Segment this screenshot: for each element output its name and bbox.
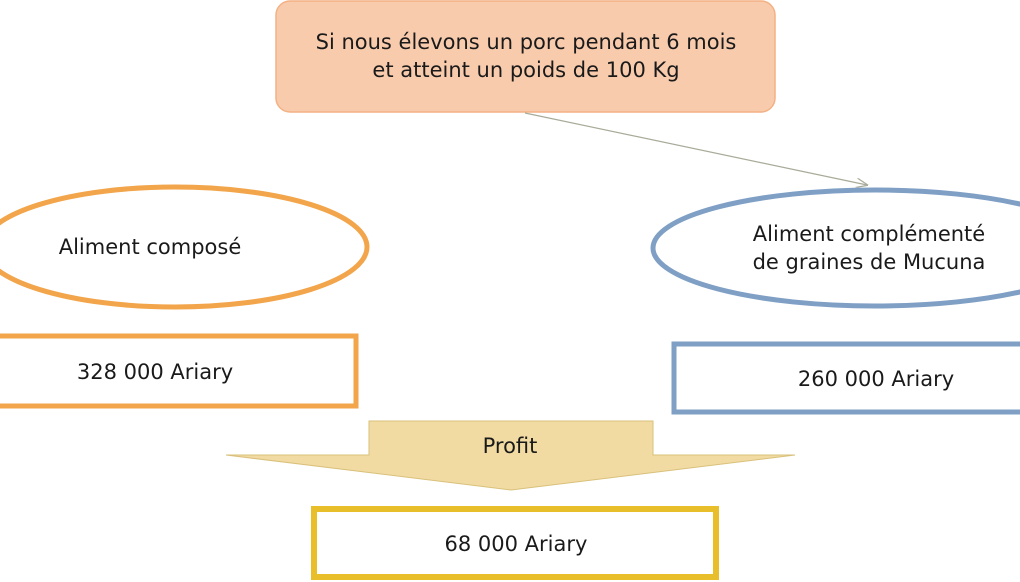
right-cost-box — [671, 341, 1020, 415]
profit-value: 68 000 Ariary — [444, 532, 588, 556]
left-option-label: Aliment composé — [58, 235, 242, 259]
left-cost-box — [0, 333, 359, 409]
profit-down-arrow — [225, 420, 796, 491]
right-option-line-2: de graines de Mucuna — [752, 250, 986, 274]
top-condition-box — [275, 0, 776, 113]
profit-label: Profit — [482, 434, 538, 458]
right-option-line-1: Aliment complémenté — [752, 222, 986, 246]
top-condition-line-1: Si nous élevons un porc pendant 6 mois — [315, 30, 737, 54]
top-condition-line-2: et atteint un poids de 100 Kg — [372, 58, 680, 82]
right-option-label: Aliment complémenté de graines de Mucuna — [718, 220, 1020, 276]
profit-value-box — [311, 506, 719, 580]
right-option-cost: 260 000 Ariary — [797, 367, 955, 391]
right-option-ellipse — [650, 187, 1020, 309]
left-option-cost: 328 000 Ariary — [76, 360, 234, 384]
left-option-ellipse — [0, 184, 370, 310]
connector-arrow — [524, 112, 867, 185]
top-condition-text: Si nous élevons un porc pendant 6 mois e… — [278, 28, 774, 84]
